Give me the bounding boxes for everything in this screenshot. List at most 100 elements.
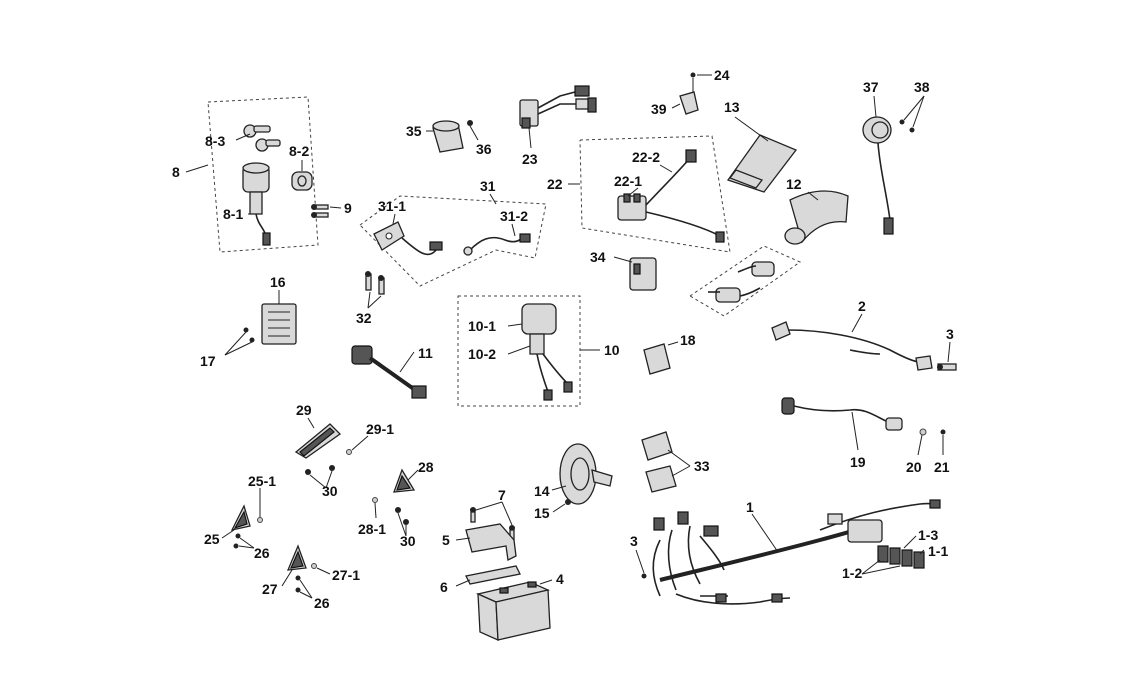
callout-29: 29 (296, 402, 312, 418)
callout-13: 13 (724, 99, 740, 115)
washer-25-1 (257, 517, 263, 523)
bracket-5 (465, 523, 517, 561)
callout-1-1: 1-1 (928, 543, 948, 559)
callout-2: 2 (858, 298, 866, 314)
fuse-set (877, 545, 925, 569)
group-boundary-10 (457, 295, 581, 407)
callout-34: 34 (590, 249, 606, 265)
sensor-31-1 (373, 221, 443, 256)
callout-30a: 30 (322, 483, 338, 499)
screw-36 (467, 120, 473, 126)
relay-35 (426, 120, 479, 153)
cable-2 (771, 313, 957, 371)
reflector-25 (221, 488, 263, 549)
callout-23: 23 (522, 151, 538, 167)
callout-38: 38 (914, 79, 930, 95)
callout-35: 35 (406, 123, 422, 139)
callout-1: 1 (746, 499, 754, 515)
callout-10: 10 (604, 342, 620, 358)
callout-33: 33 (694, 458, 710, 474)
callout-16: 16 (270, 274, 286, 290)
callout-5: 5 (442, 532, 450, 548)
callout-27: 27 (262, 581, 278, 597)
callout-25: 25 (204, 531, 220, 547)
callout-1-3: 1-3 (918, 527, 938, 543)
callout-22: 22 (547, 176, 563, 192)
ignition-connector (262, 232, 271, 246)
callout-17: 17 (200, 353, 216, 369)
ignition-coil-19 (781, 397, 946, 456)
callout-22-1: 22-1 (614, 173, 642, 189)
callout-10-1: 10-1 (468, 318, 496, 334)
regulator-16 (224, 290, 297, 356)
callout-15: 15 (534, 505, 550, 521)
callout-3b: 3 (630, 533, 638, 549)
callout-8: 8 (172, 164, 180, 180)
screws-9 (311, 204, 329, 218)
callout-29-1: 29-1 (366, 421, 394, 437)
screws-30b (395, 507, 409, 525)
relay-34 (613, 256, 657, 291)
callout-8-2: 8-2 (289, 143, 309, 159)
callout-26b: 26 (314, 595, 330, 611)
cdi-group-22 (568, 135, 731, 253)
callout-8-3: 8-3 (205, 133, 225, 149)
handlebar-switch (521, 303, 573, 401)
switch-group-10 (457, 295, 600, 407)
washer-20 (919, 428, 927, 436)
callout-12: 12 (786, 176, 802, 192)
ignition-switch-body (242, 162, 271, 246)
callout-14: 14 (534, 483, 550, 499)
battery-4 (475, 581, 551, 642)
callout-3a: 3 (946, 326, 954, 342)
callout-28: 28 (418, 459, 434, 475)
callout-25-1: 25-1 (248, 473, 276, 489)
bolt-21 (940, 429, 946, 435)
callout-30b: 30 (400, 533, 416, 549)
screw-3b (641, 573, 647, 579)
ignition-cover (291, 171, 313, 191)
screws-38 (899, 119, 905, 125)
washer-29-1 (346, 449, 352, 455)
callout-22-2: 22-2 (632, 149, 660, 165)
strap-13 (726, 116, 798, 193)
callout-4: 4 (556, 571, 564, 587)
callout-18: 18 (680, 332, 696, 348)
leader-9 (329, 206, 342, 209)
callout-27-1: 27-1 (332, 567, 360, 583)
cdi-unit (617, 193, 647, 221)
group-boundary-31 (359, 195, 547, 287)
ignition-switch-group (185, 96, 342, 253)
sensor-37 (862, 95, 925, 235)
callout-7: 7 (498, 487, 506, 503)
callout-32: 32 (356, 310, 372, 326)
washer-28-1 (372, 497, 378, 503)
callout-21: 21 (934, 459, 950, 475)
callout-labels: 8 8-3 8-2 8-1 9 35 36 23 24 39 13 37 38 … (172, 67, 954, 611)
callout-10-2: 10-2 (468, 346, 496, 362)
reflector-28 (372, 468, 419, 537)
horn-14 (551, 443, 613, 513)
callout-36: 36 (476, 141, 492, 157)
relay-23 (519, 85, 597, 149)
callout-31: 31 (480, 178, 496, 194)
callout-6: 6 (440, 579, 448, 595)
ignition-keys (243, 124, 281, 152)
wiring-harness-1 (635, 499, 941, 605)
pickup-group (689, 245, 802, 317)
tail-light-29 (294, 417, 369, 489)
sensor-31-2 (463, 233, 531, 256)
bracket-39 (671, 72, 712, 115)
relays-33 (641, 431, 691, 493)
screws-30a (305, 465, 335, 475)
boot-12 (784, 190, 849, 245)
bolt-3 (937, 363, 957, 371)
relay-18 (643, 341, 679, 375)
callout-20: 20 (906, 459, 922, 475)
callout-24: 24 (714, 67, 730, 83)
group-boundary-22 (579, 135, 731, 253)
screws-32 (365, 271, 385, 295)
callout-11: 11 (418, 345, 433, 361)
